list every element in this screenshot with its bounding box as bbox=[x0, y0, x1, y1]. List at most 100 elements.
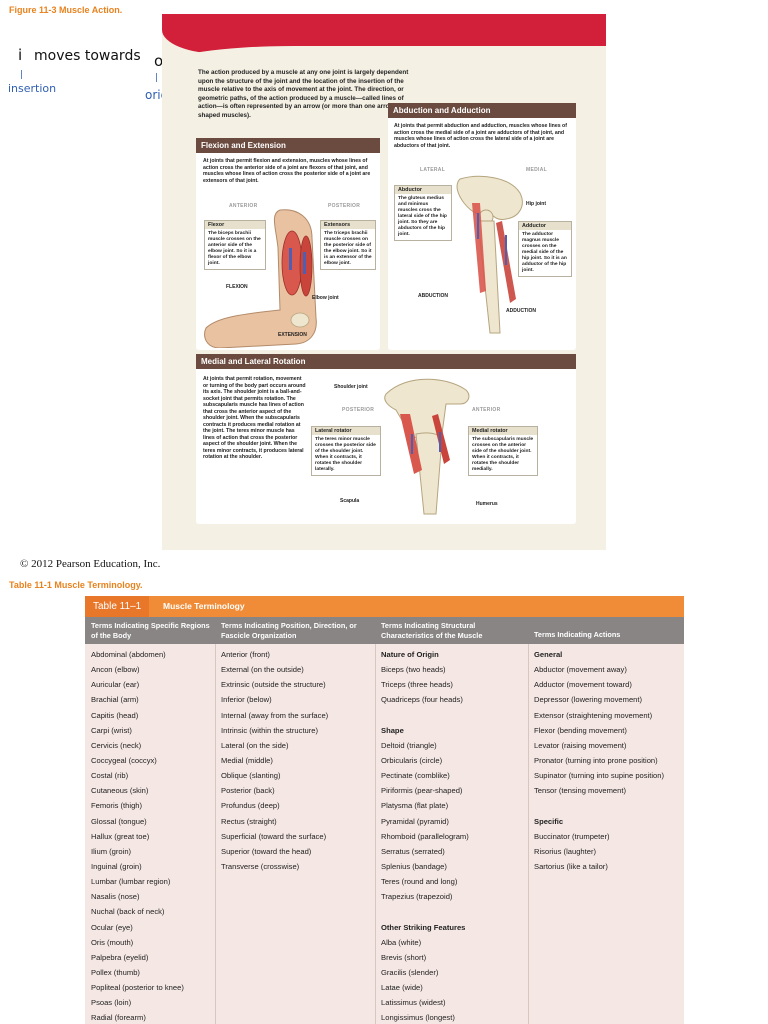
table-cell: Capitis (head) bbox=[91, 710, 139, 720]
posterior-label-rotation: POSTERIOR bbox=[342, 407, 375, 413]
table-cell: External (on the outside) bbox=[221, 665, 304, 675]
table-cell: Adductor (movement toward) bbox=[534, 680, 632, 690]
adductor-title: Adductor bbox=[519, 222, 571, 230]
table-name: Muscle Terminology bbox=[163, 601, 245, 611]
table-cell: Quadriceps (four heads) bbox=[381, 695, 463, 705]
table-cell: Pyramidal (pyramid) bbox=[381, 816, 449, 826]
column-header-position: Terms Indicating Position, Direction, or… bbox=[221, 621, 357, 640]
flexion-extension-box: Flexion and Extension At joints that per… bbox=[196, 138, 380, 350]
lateral-rotator-title: Lateral rotator bbox=[312, 427, 380, 435]
table-cell: Piriformis (pear-shaped) bbox=[381, 786, 463, 796]
table-cell: Platysma (flat plate) bbox=[381, 801, 449, 811]
shoulder-joint-label: Shoulder joint bbox=[334, 384, 368, 390]
table-cell: Carpi (wrist) bbox=[91, 725, 132, 735]
table-cell: Sartorius (like a tailor) bbox=[534, 861, 608, 871]
table-cell: Levator (raising movement) bbox=[534, 740, 627, 750]
column-divider bbox=[375, 644, 376, 1024]
column-divider bbox=[215, 644, 216, 1024]
table-cell: Abdominal (abdomen) bbox=[91, 650, 166, 659]
table-cell: Psoas (loin) bbox=[91, 998, 132, 1008]
extensor-callout: Extensors The triceps brachii muscle cro… bbox=[320, 220, 376, 270]
table-cell: Shape bbox=[381, 725, 404, 735]
table-cell: Inguinal (groin) bbox=[91, 861, 142, 871]
medial-label: MEDIAL bbox=[526, 167, 547, 173]
table-cell: Flexor (bending movement) bbox=[534, 725, 627, 735]
abduction-adduction-box: Abduction and Adduction At joints that p… bbox=[388, 103, 576, 350]
table-cell: Alba (white) bbox=[381, 937, 422, 947]
table-cell: Intrinsic (within the structure) bbox=[221, 725, 319, 735]
table-cell: Pronator (turning into prone position) bbox=[534, 755, 658, 765]
table-column-headers: Terms Indicating Specific Regions of the… bbox=[85, 617, 684, 644]
lateral-label: LATERAL bbox=[420, 167, 446, 173]
table-cell: Orbicularis (circle) bbox=[381, 755, 443, 765]
column-divider bbox=[528, 644, 529, 1024]
copyright-text: © 2012 Pearson Education, Inc. bbox=[20, 558, 161, 570]
table-cell: Pollex (thumb) bbox=[91, 967, 140, 977]
anterior-label-rotation: ANTERIOR bbox=[472, 407, 501, 413]
lateral-rotator-text: The teres minor muscle crosses the poste… bbox=[315, 437, 376, 472]
table-cell: Hallux (great toe) bbox=[91, 831, 150, 841]
table-cell: Transverse (crosswise) bbox=[221, 861, 300, 871]
column-regions: Abdominal (abdomen)Ancon (elbow)Auricula… bbox=[91, 647, 184, 1024]
abduction-text: At joints that permit abduction and addu… bbox=[394, 123, 567, 149]
table-cell: Extrinsic (outside the structure) bbox=[221, 680, 326, 690]
table-cell: Popliteal (posterior to knee) bbox=[91, 983, 184, 993]
abduction-header: Abduction and Adduction bbox=[388, 103, 576, 118]
table-cell: Radial (forearm) bbox=[91, 1013, 146, 1023]
table-cell: Inferior (below) bbox=[221, 695, 272, 705]
table-cell: Posterior (back) bbox=[221, 786, 275, 796]
lateral-rotator-callout: Lateral rotator The teres minor muscle c… bbox=[311, 426, 381, 476]
extensor-text: The triceps brachii muscle crosses on th… bbox=[324, 231, 372, 266]
column-header-structural: Terms Indicating Structural Characterist… bbox=[381, 621, 483, 640]
table-cell: Femoris (thigh) bbox=[91, 801, 143, 811]
adductor-callout: Adductor The adductor magnus muscle cros… bbox=[518, 221, 572, 277]
humerus-label: Humerus bbox=[476, 501, 498, 507]
table-cell: Depressor (lowering movement) bbox=[534, 695, 643, 705]
table-cell: Glossal (tongue) bbox=[91, 816, 147, 826]
table-cell bbox=[381, 904, 469, 919]
table-cell: Ocular (eye) bbox=[91, 922, 133, 932]
table-cell: Nuchal (back of neck) bbox=[91, 907, 165, 917]
table-cell: Latissimus (widest) bbox=[381, 998, 446, 1008]
handwritten-tick-insertion: | bbox=[20, 70, 24, 80]
table-cell: Lateral (on the side) bbox=[221, 740, 289, 750]
table-cell: Serratus (serrated) bbox=[381, 846, 445, 856]
table-cell: Profundus (deep) bbox=[221, 801, 280, 811]
table-cell: Risorius (laughter) bbox=[534, 846, 597, 856]
adductor-text: The adductor magnus muscle crosses on th… bbox=[522, 232, 567, 273]
rotation-box: Medial and Lateral Rotation At joints th… bbox=[196, 354, 576, 524]
muscle-terminology-table: Table 11–1 Muscle Terminology Terms Indi… bbox=[85, 596, 684, 1024]
handwritten-o: o bbox=[154, 52, 164, 70]
table-id: Table 11–1 bbox=[85, 596, 150, 617]
flexor-callout: Flexor The biceps brachii muscle crosses… bbox=[204, 220, 266, 270]
hip-joint-label: Hip joint bbox=[526, 201, 546, 207]
medial-rotator-text: The subscapularis muscle crosses on the … bbox=[472, 437, 534, 472]
column-header-actions: Terms Indicating Actions bbox=[534, 630, 621, 639]
figure-intro-text: The action produced by a muscle at any o… bbox=[198, 69, 415, 119]
table-cell: Oblique (slanting) bbox=[221, 771, 281, 781]
shoulder-illustration bbox=[384, 378, 470, 515]
anterior-label: ANTERIOR bbox=[229, 203, 258, 209]
table-cell: Supinator (turning into supine position) bbox=[534, 771, 665, 781]
table-cell: Ilium (groin) bbox=[91, 846, 132, 856]
table-cell: General bbox=[534, 650, 563, 659]
table-cell: Abductor (movement away) bbox=[534, 665, 627, 675]
table-cell: Rectus (straight) bbox=[221, 816, 277, 826]
column-position: Anterior (front)External (on the outside… bbox=[221, 647, 328, 874]
adduction-label: ADDUCTION bbox=[506, 308, 536, 314]
flexor-text: The biceps brachii muscle crosses on the… bbox=[208, 231, 261, 266]
table-title: Table 11-1 Muscle Terminology. bbox=[9, 580, 143, 590]
table-cell: Cervicis (neck) bbox=[91, 740, 142, 750]
table-cell bbox=[534, 798, 664, 813]
banner-curve bbox=[162, 46, 606, 66]
table-cell: Superior (toward the head) bbox=[221, 846, 312, 856]
table-cell: Triceps (three heads) bbox=[381, 680, 453, 690]
abductor-title: Abductor bbox=[395, 186, 451, 194]
posterior-label: POSTERIOR bbox=[328, 203, 361, 209]
table-cell: Costal (rib) bbox=[91, 771, 129, 781]
abductor-callout: Abductor The gluteus medius and minimus … bbox=[394, 185, 452, 241]
table-cell: Internal (away from the surface) bbox=[221, 710, 329, 720]
table-cell: Cutaneous (skin) bbox=[91, 786, 149, 796]
table-cell: Auricular (ear) bbox=[91, 680, 140, 690]
